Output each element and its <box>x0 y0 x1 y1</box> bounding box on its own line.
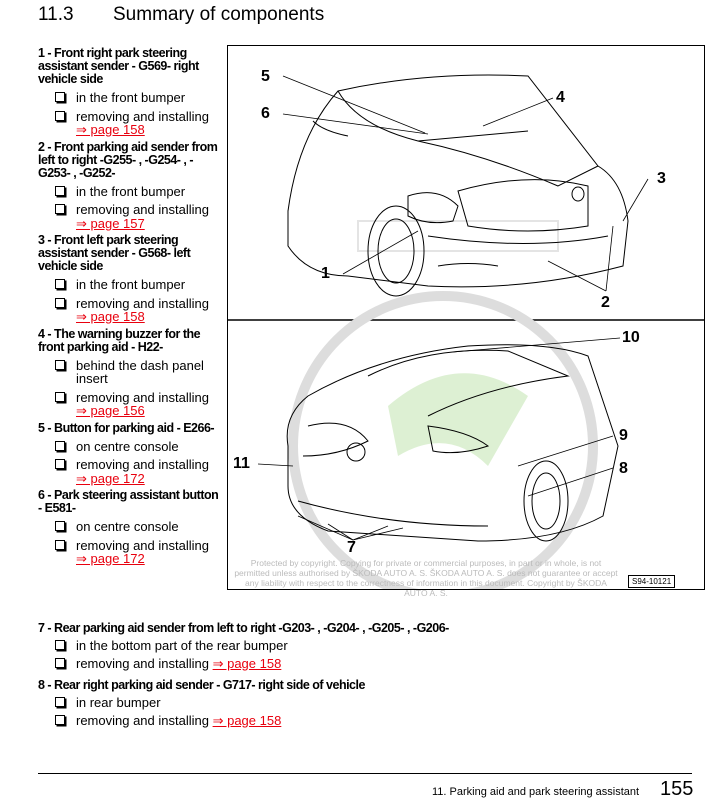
page-link[interactable]: ⇒ page 158 <box>76 309 145 324</box>
component-detail: removing and installing⇒ page 157 <box>38 203 220 230</box>
section-number: 11.3 <box>38 4 74 25</box>
detail-text: on centre console <box>76 519 179 534</box>
callout-6: 6 <box>261 105 270 122</box>
footer-divider <box>38 773 692 774</box>
component-title: 5 - Button for parking aid - E266- <box>38 420 215 435</box>
component-list-wide: 7 - Rear parking aid sender from left to… <box>38 622 698 736</box>
footer-chapter: 11. Parking aid and park steering assist… <box>432 786 640 798</box>
callout-1: 1 <box>321 265 330 282</box>
checkbox-bullet-icon <box>55 714 65 725</box>
rear-car-drawing <box>286 344 619 542</box>
checkbox-bullet-icon <box>55 92 65 102</box>
component-item: 7 - Rear parking aid sender from left to… <box>38 622 698 670</box>
checkbox-bullet-icon <box>55 204 65 214</box>
component-detail: in rear bumper <box>38 696 698 710</box>
page-link[interactable]: ⇒ page 156 <box>76 403 145 418</box>
checkbox-bullet-icon <box>55 640 65 650</box>
component-detail: removing and installing ⇒ page 158 <box>38 655 698 671</box>
detail-text: in the front bumper <box>76 90 186 105</box>
callout-5: 5 <box>261 68 270 85</box>
component-item: 3 - Front left park steering assistant s… <box>38 234 220 324</box>
component-title: 1 - Front right park steering assistant … <box>38 46 199 86</box>
checkbox-bullet-icon <box>55 297 65 308</box>
component-detail: removing and installing ⇒ page 158 <box>38 712 698 728</box>
detail-text: removing and installing <box>76 389 209 405</box>
component-item: 4 - The warning buzzer for the front par… <box>38 326 220 418</box>
copyright-watermark: Protected by copyright. Copying for priv… <box>234 558 618 598</box>
callout-8: 8 <box>619 460 628 477</box>
component-detail: removing and installing⇒ page 158 <box>38 295 220 324</box>
checkbox-bullet-icon <box>55 279 65 289</box>
checkbox-bullet-icon <box>55 440 65 451</box>
page-link[interactable]: ⇒ page 172 <box>76 470 145 486</box>
page-link[interactable]: ⇒ page 158 <box>76 122 145 137</box>
checkbox-bullet-icon <box>55 521 65 531</box>
component-figure: 5 4 6 3 1 2 10 9 11 8 7 <box>227 45 705 601</box>
page-link[interactable]: ⇒ page 157 <box>76 215 145 231</box>
component-detail: behind the dash panel insert <box>38 357 220 386</box>
component-title: 7 - Rear parking aid sender from left to… <box>38 621 449 635</box>
component-detail: on centre console <box>38 438 220 454</box>
section-title: Summary of components <box>113 4 325 25</box>
callout-10: 10 <box>622 329 640 346</box>
detail-text: removing and installing <box>76 457 209 472</box>
component-detail: in the front bumper <box>38 278 220 292</box>
component-item: 6 - Park steering assistant button - E58… <box>38 489 220 566</box>
checkbox-bullet-icon <box>55 391 65 402</box>
callout-4: 4 <box>556 89 565 106</box>
checkbox-bullet-icon <box>55 657 65 668</box>
detail-text: removing and installing <box>76 108 209 124</box>
detail-text: in the bottom part of the rear bumper <box>76 638 288 653</box>
callout-3: 3 <box>657 170 666 187</box>
component-title: 3 - Front left park steering assistant s… <box>38 233 191 273</box>
component-detail: removing and installing⇒ page 172 <box>38 458 220 485</box>
callout-11: 11 <box>233 455 250 472</box>
component-title: 2 - Front parking aid sender from left t… <box>38 139 218 180</box>
component-title: 4 - The warning buzzer for the front par… <box>38 326 201 354</box>
callout-2: 2 <box>601 294 610 311</box>
page-link[interactable]: ⇒ page 172 <box>76 551 145 566</box>
checkbox-bullet-icon <box>55 185 65 196</box>
component-title: 6 - Park steering assistant button - E58… <box>38 488 219 515</box>
front-car-drawing <box>287 74 629 297</box>
component-item: 1 - Front right park steering assistant … <box>38 47 220 137</box>
checkbox-bullet-icon <box>55 539 65 550</box>
component-detail: on centre console <box>38 520 220 534</box>
page-link[interactable]: ⇒ page 158 <box>212 712 282 728</box>
figure-id: S94-10121 <box>628 575 676 588</box>
checkbox-bullet-icon <box>55 110 65 121</box>
detail-text: in the front bumper <box>76 183 186 199</box>
checkbox-bullet-icon <box>55 359 65 370</box>
checkbox-bullet-icon <box>55 697 65 707</box>
component-detail: in the front bumper <box>38 91 220 105</box>
callout-9: 9 <box>619 427 628 444</box>
component-detail: removing and installing⇒ page 158 <box>38 108 220 137</box>
detail-text: in rear bumper <box>76 695 161 710</box>
component-title: 8 - Rear right parking aid sender - G717… <box>38 678 365 692</box>
page-number: 155 <box>660 778 694 800</box>
component-item: 5 - Button for parking aid - E266- on cen… <box>38 420 220 486</box>
checkbox-bullet-icon <box>55 459 65 469</box>
detail-text: on centre console <box>76 438 179 454</box>
car-illustration <box>228 74 704 601</box>
component-detail: in the front bumper <box>38 183 220 199</box>
component-item: 8 - Rear right parking aid sender - G717… <box>38 679 698 727</box>
component-detail: removing and installing⇒ page 172 <box>38 537 220 566</box>
page-link[interactable]: ⇒ page 158 <box>212 655 282 671</box>
detail-text: removing and installing <box>76 537 209 553</box>
detail-text: removing and installing <box>76 295 209 311</box>
detail-text: in the front bumper <box>76 277 186 292</box>
leader-lines <box>257 75 649 541</box>
detail-text: removing and installing <box>76 712 209 728</box>
detail-text: behind the dash panel insert <box>76 357 204 386</box>
detail-text: removing and installing <box>76 202 209 217</box>
callout-7: 7 <box>347 539 356 556</box>
detail-text: removing and installing <box>76 655 209 671</box>
component-detail: in the bottom part of the rear bumper <box>38 639 698 653</box>
component-detail: removing and installing⇒ page 156 <box>38 389 220 418</box>
component-list: 1 - Front right park steering assistant … <box>38 47 220 570</box>
component-item: 2 - Front parking aid sender from left t… <box>38 139 220 231</box>
